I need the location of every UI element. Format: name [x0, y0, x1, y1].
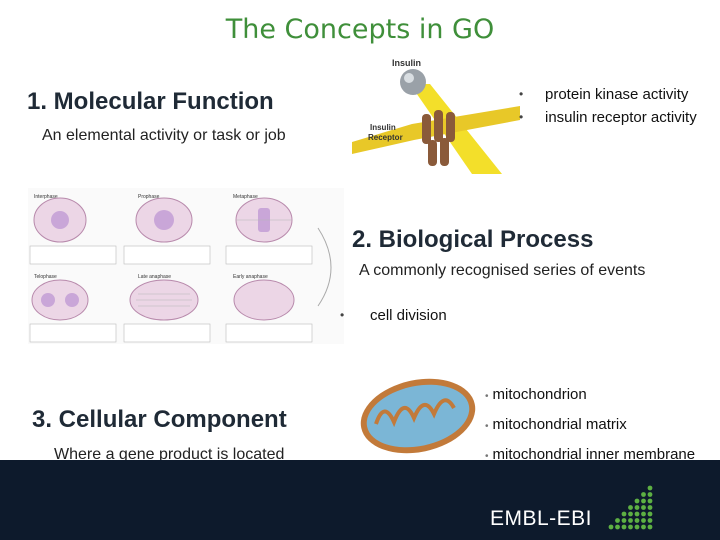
- cellular-component-examples: •mitochondrion •mitochondrial matrix •mi…: [485, 386, 695, 476]
- logo-dot: [647, 498, 653, 504]
- logo-dot: [647, 485, 653, 491]
- logo-dot: [608, 524, 614, 530]
- example-text: mitochondrial matrix: [492, 416, 627, 433]
- logo-dot: [615, 518, 620, 523]
- logo-dot: [641, 505, 646, 510]
- logo-dot: [628, 518, 633, 523]
- biological-process-examples: •cell division: [340, 307, 447, 324]
- embl-ebi-logo-icon: [608, 485, 653, 530]
- page-title: The Concepts in GO: [225, 14, 495, 45]
- phase-label: Telophase: [34, 274, 57, 280]
- example-text: cell division: [370, 307, 447, 324]
- embl-ebi-logo-text: EMBL-EBI: [489, 507, 592, 530]
- mitochondrion-image: [354, 366, 482, 462]
- footer-bar: [0, 460, 720, 540]
- phase-label: Early anaphase: [233, 274, 268, 280]
- logo-dot: [634, 498, 640, 504]
- logo-dot: [647, 492, 653, 497]
- list-item: •protein kinase activity: [519, 86, 689, 103]
- list-item: •insulin receptor activity: [519, 109, 697, 126]
- insulin-label: Insulin: [392, 58, 421, 68]
- example-text: mitochondrial inner membrane: [492, 446, 696, 463]
- molecular-function-examples: •protein kinase activity •insulin recept…: [519, 86, 697, 126]
- biological-process-description: A commonly recognised series of events: [359, 262, 646, 279]
- logo-dot: [628, 511, 633, 517]
- list-item: •mitochondrion: [485, 386, 587, 403]
- logo-dot: [628, 524, 633, 530]
- cell-division-image: Interphase Prophase Metaphase Telophase …: [28, 188, 344, 344]
- phase-label: Interphase: [34, 194, 58, 200]
- cellular-component-description: Where a gene product is located: [54, 446, 285, 463]
- list-item: •mitochondrial inner membrane: [485, 446, 696, 463]
- logo-dot: [634, 524, 640, 530]
- insulin-receptor-image: Insulin Insulin Receptor: [352, 54, 520, 174]
- logo-dot: [621, 511, 627, 517]
- logo-dot: [641, 511, 646, 517]
- receptor-label-1: Insulin: [370, 123, 396, 132]
- example-text: mitochondrion: [492, 386, 587, 403]
- logo-dot: [628, 505, 633, 510]
- logo-dot: [634, 505, 640, 510]
- logo-dot: [647, 505, 653, 510]
- logo-dot: [647, 518, 653, 523]
- phase-label: Late anaphase: [138, 274, 171, 280]
- logo-dot: [634, 511, 640, 517]
- list-item: •cell division: [340, 307, 447, 324]
- receptor-label-2: Receptor: [368, 133, 403, 142]
- logo-dot: [621, 518, 627, 523]
- logo-dot: [641, 498, 646, 504]
- phase-label: Prophase: [138, 194, 160, 200]
- example-text: insulin receptor activity: [545, 109, 697, 126]
- molecular-function-heading: 1. Molecular Function: [27, 88, 274, 115]
- logo-dot: [641, 524, 646, 530]
- cellular-component-heading: 3. Cellular Component: [32, 406, 287, 433]
- list-item: •mitochondrial matrix: [485, 416, 627, 433]
- logo-dot: [647, 511, 653, 517]
- logo-dot: [615, 524, 620, 530]
- logo-dot: [621, 524, 627, 530]
- logo-dot: [647, 524, 653, 530]
- logo-dot: [641, 518, 646, 523]
- example-text: protein kinase activity: [545, 86, 689, 103]
- logo-dot: [641, 492, 646, 497]
- biological-process-heading: 2. Biological Process: [352, 226, 594, 253]
- phase-label: Metaphase: [233, 194, 258, 200]
- logo-dot: [634, 518, 640, 523]
- molecular-function-description: An elemental activity or task or job: [42, 127, 286, 144]
